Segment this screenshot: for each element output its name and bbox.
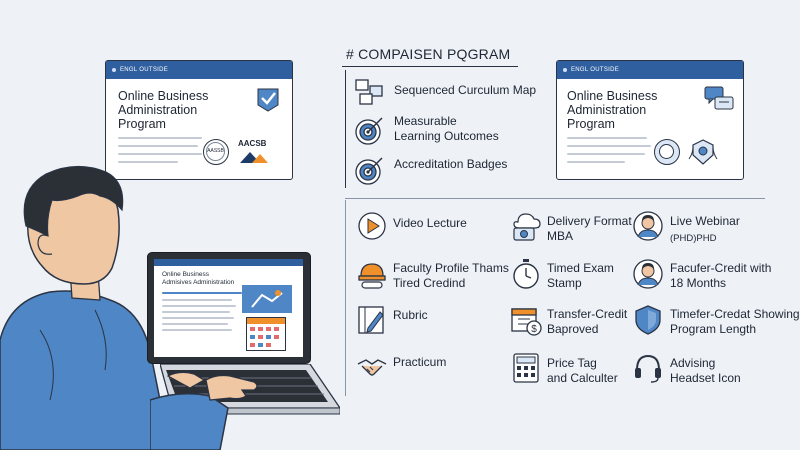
grid-label: Practicum bbox=[393, 355, 447, 369]
grid-label: Advising Headset Icon bbox=[670, 356, 741, 385]
check-icon bbox=[256, 87, 280, 113]
text-placeholder bbox=[162, 305, 236, 307]
text-placeholder bbox=[162, 311, 230, 313]
stopwatch-icon bbox=[510, 258, 542, 290]
shield-icon bbox=[632, 304, 664, 336]
play-icon bbox=[356, 210, 388, 242]
calendar-dollar-icon: $ bbox=[510, 304, 542, 336]
grid-label: Timed Exam Stamp bbox=[547, 261, 614, 290]
grid-label: Live Webinar bbox=[670, 214, 740, 228]
text-placeholder bbox=[567, 145, 651, 147]
arm-illustration bbox=[149, 360, 270, 450]
text-placeholder bbox=[567, 161, 625, 163]
calculator-icon bbox=[510, 352, 542, 384]
svg-text:$: $ bbox=[531, 324, 537, 335]
grid-label: Faculty Profile Thams Tired Credind bbox=[393, 261, 509, 290]
seal-icon bbox=[654, 139, 680, 165]
hero-image bbox=[242, 285, 292, 313]
vertical-divider-lower bbox=[345, 200, 346, 396]
vertical-divider bbox=[345, 70, 346, 188]
grid-label: Timefer-Credat Showing Program Length bbox=[670, 307, 800, 336]
grid-label: Video Lecture bbox=[393, 216, 467, 230]
target-icon bbox=[354, 114, 386, 146]
grid-label: Transfer-Credit Baproved bbox=[547, 307, 628, 336]
bar-dot bbox=[563, 68, 567, 72]
grid-label: Delivery Format MBA bbox=[547, 214, 632, 243]
text-placeholder bbox=[162, 292, 242, 294]
crest-icon bbox=[687, 137, 719, 167]
person-avatar-icon bbox=[632, 258, 664, 290]
text-placeholder bbox=[567, 153, 645, 155]
laptop-screen-title: Online Business Admisives Administration bbox=[162, 271, 235, 286]
text-placeholder bbox=[162, 299, 232, 301]
card-title: Online Business Administration Program bbox=[118, 89, 209, 131]
grid-label: Price Tag and Calculter bbox=[547, 356, 618, 385]
header-underline bbox=[342, 66, 518, 67]
card-title: Online Business Administration Program bbox=[567, 89, 658, 131]
hardhat-icon bbox=[356, 258, 388, 290]
aassb-badge: AASSB bbox=[203, 139, 229, 165]
feature-label: Accreditation Badges bbox=[394, 157, 508, 171]
laptop-screen[interactable]: Online Business Admisives Administration bbox=[147, 252, 311, 364]
text-placeholder bbox=[162, 323, 228, 325]
text-placeholder bbox=[162, 329, 232, 331]
card-bar-text: ENGL OUTSIDE bbox=[571, 67, 620, 73]
target-icon bbox=[354, 154, 386, 186]
aacsb-badge: AACSB bbox=[238, 139, 274, 165]
map-boxes-icon bbox=[354, 76, 386, 108]
chat-bubbles-icon bbox=[703, 85, 735, 113]
person-avatar-icon bbox=[632, 210, 664, 242]
text-placeholder bbox=[118, 145, 198, 147]
horizontal-divider bbox=[345, 198, 765, 199]
program-card-right[interactable]: ENGL OUTSIDE Online Business Administrat… bbox=[556, 60, 744, 180]
grid-sublabel: (PHD)PHD bbox=[670, 233, 717, 244]
badge-label: AASSB bbox=[207, 148, 224, 154]
laptop-display: Online Business Admisives Administration bbox=[154, 259, 303, 357]
text-placeholder bbox=[118, 153, 202, 155]
text-placeholder bbox=[118, 137, 202, 139]
text-placeholder bbox=[567, 137, 647, 139]
rubric-icon bbox=[356, 304, 388, 336]
program-card-left[interactable]: ENGL OUTSIDE Online Business Administrat… bbox=[105, 60, 293, 180]
bar-dot bbox=[112, 68, 116, 72]
browser-bar bbox=[154, 259, 303, 266]
text-placeholder bbox=[162, 317, 234, 319]
section-title: # COMPAISEN PQGRAM bbox=[346, 46, 511, 62]
text-placeholder bbox=[118, 161, 178, 163]
headset-icon bbox=[632, 352, 664, 384]
card-bar-text: ENGL OUTSIDE bbox=[120, 67, 169, 73]
camera-cloud-icon bbox=[510, 210, 542, 242]
card-header-bar: ENGL OUTSIDE bbox=[106, 61, 292, 79]
feature-label: Sequenced Curculum Map bbox=[394, 83, 537, 97]
handshake-icon bbox=[356, 350, 388, 382]
grid-label: Facufer-Credit with 18 Months bbox=[670, 261, 772, 290]
badge-label: AACSB bbox=[238, 139, 267, 148]
feature-label: Measurable Learning Outcomes bbox=[394, 114, 499, 143]
card-header-bar: ENGL OUTSIDE bbox=[557, 61, 743, 79]
grid-label: Rubric bbox=[393, 308, 428, 322]
person-illustration bbox=[0, 160, 340, 450]
calendar-icon bbox=[246, 317, 286, 351]
